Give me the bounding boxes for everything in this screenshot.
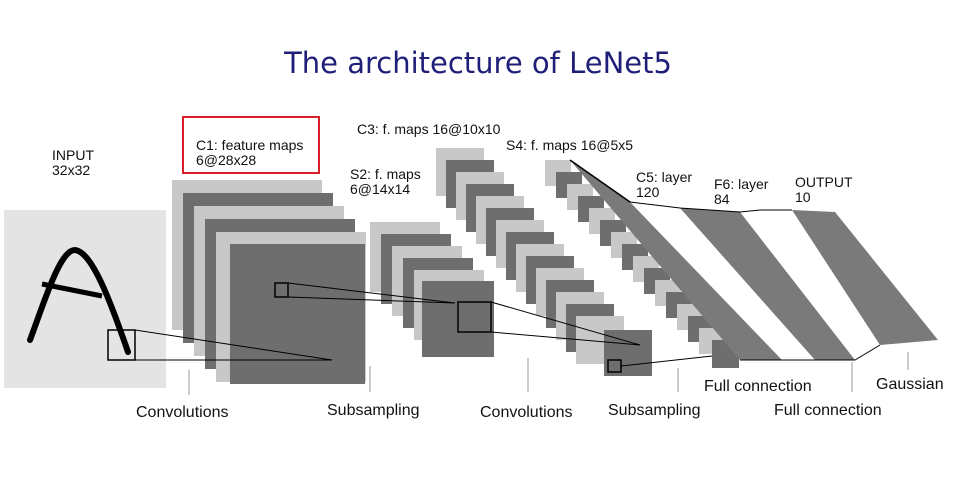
s4-label: S4: f. maps 16@5x5 [506,138,633,153]
input-label: INPUT 32x32 [52,148,94,178]
c1-map-6 [230,244,365,384]
op-sub2: Subsampling [608,402,701,419]
c1-name: C1: feature maps [196,137,304,153]
c5-size: 120 [636,184,660,200]
s2-receptive-field [457,301,492,333]
op-sub1: Subsampling [327,402,420,419]
conv2-proj-bottom [490,331,641,346]
c3-label: C3: f. maps 16@10x10 [357,122,500,137]
op-gauss: Gaussian [876,376,944,393]
input-size: 32x32 [52,162,91,178]
op-conv2: Convolutions [480,404,573,421]
full-connection-1-edge [629,201,741,213]
c3-name: C3: f. maps 16@10x10 [357,121,501,137]
input-image [4,210,166,388]
c1-receptive-field [274,282,289,298]
output-label: OUTPUT 10 [795,175,853,205]
c1-highlight-box [182,116,320,174]
s2-size: 6@14x14 [350,181,411,197]
c1-stack [172,180,366,384]
full-connection-2-edge [739,209,792,213]
c3-map-16 [604,330,652,376]
output-size: 10 [795,189,811,205]
output-bottom-edge [740,344,881,361]
op-full1: Full connection [704,378,812,395]
s4-name: S4: f. maps 16@5x5 [506,137,634,153]
output-name: OUTPUT [795,174,853,190]
output-band [792,210,938,345]
s2-stack [370,222,494,357]
op-conv1: Convolutions [136,404,229,421]
input-name: INPUT [52,147,94,163]
op-full2: Full connection [774,402,882,419]
sub1-proj-bottom [287,296,456,304]
f6-label: F6: layer 84 [714,177,768,207]
sub2-proj [620,355,713,367]
input-receptive-field [107,329,136,361]
s2-label: S2: f. maps 6@14x14 [350,167,421,197]
slide-title: The architecture of LeNet5 [284,46,672,80]
conv2-proj-top [490,301,641,346]
c1-label: C1: feature maps 6@28x28 [196,138,303,168]
f6-size: 84 [714,191,730,207]
input-letter-a [27,246,131,355]
c3-stack [436,148,652,376]
conv1-proj-top [134,329,333,361]
c1-size: 6@28x28 [196,152,257,168]
c5-label: C5: layer 120 [636,170,692,200]
f6-band [680,208,855,360]
s2-name: S2: f. maps [350,166,421,182]
c5-band-edge [569,159,631,203]
c5-band [570,160,782,360]
f6-name: F6: layer [714,176,769,192]
sub1-proj-top [287,282,456,304]
input-letter-a-bar [41,281,103,299]
c5-name: C5: layer [636,169,693,185]
